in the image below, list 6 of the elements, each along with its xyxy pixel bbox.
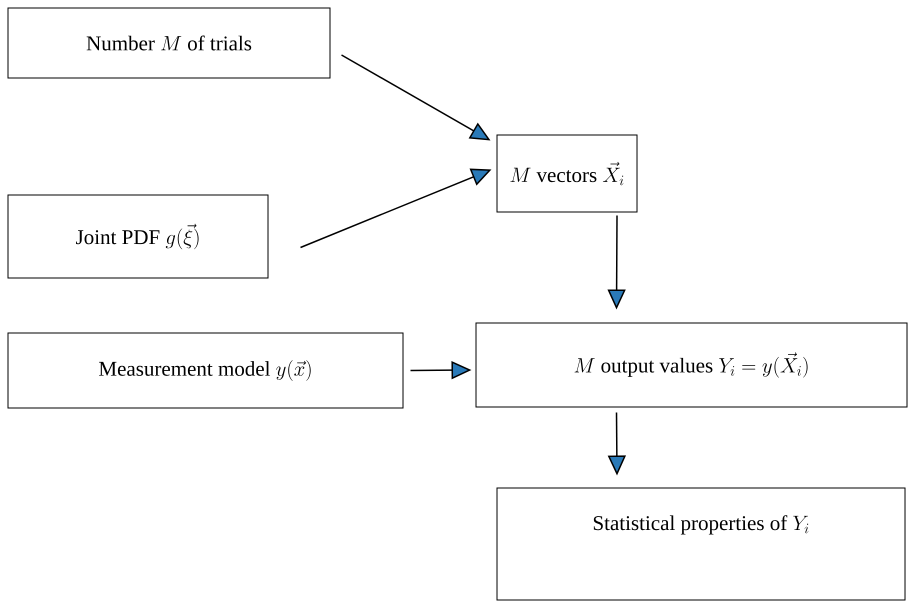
process-box: $\text{Statistical properties of } Y_i$ [496, 488, 906, 600]
process-box: $M \text{ vectors } \vec{X}_i$ [496, 134, 638, 212]
process-box: $M \text{ output values } Y_i = y(\vec{X}_i)$ [476, 322, 908, 408]
process-box: $\text{Joint PDF } g(\vec{\xi})$ [8, 194, 268, 278]
process-box: $\text{Measurement model } y(\vec{x})$ [8, 332, 404, 408]
process-box: $\text{Number } M \text{ of trials}$ [8, 8, 330, 78]
